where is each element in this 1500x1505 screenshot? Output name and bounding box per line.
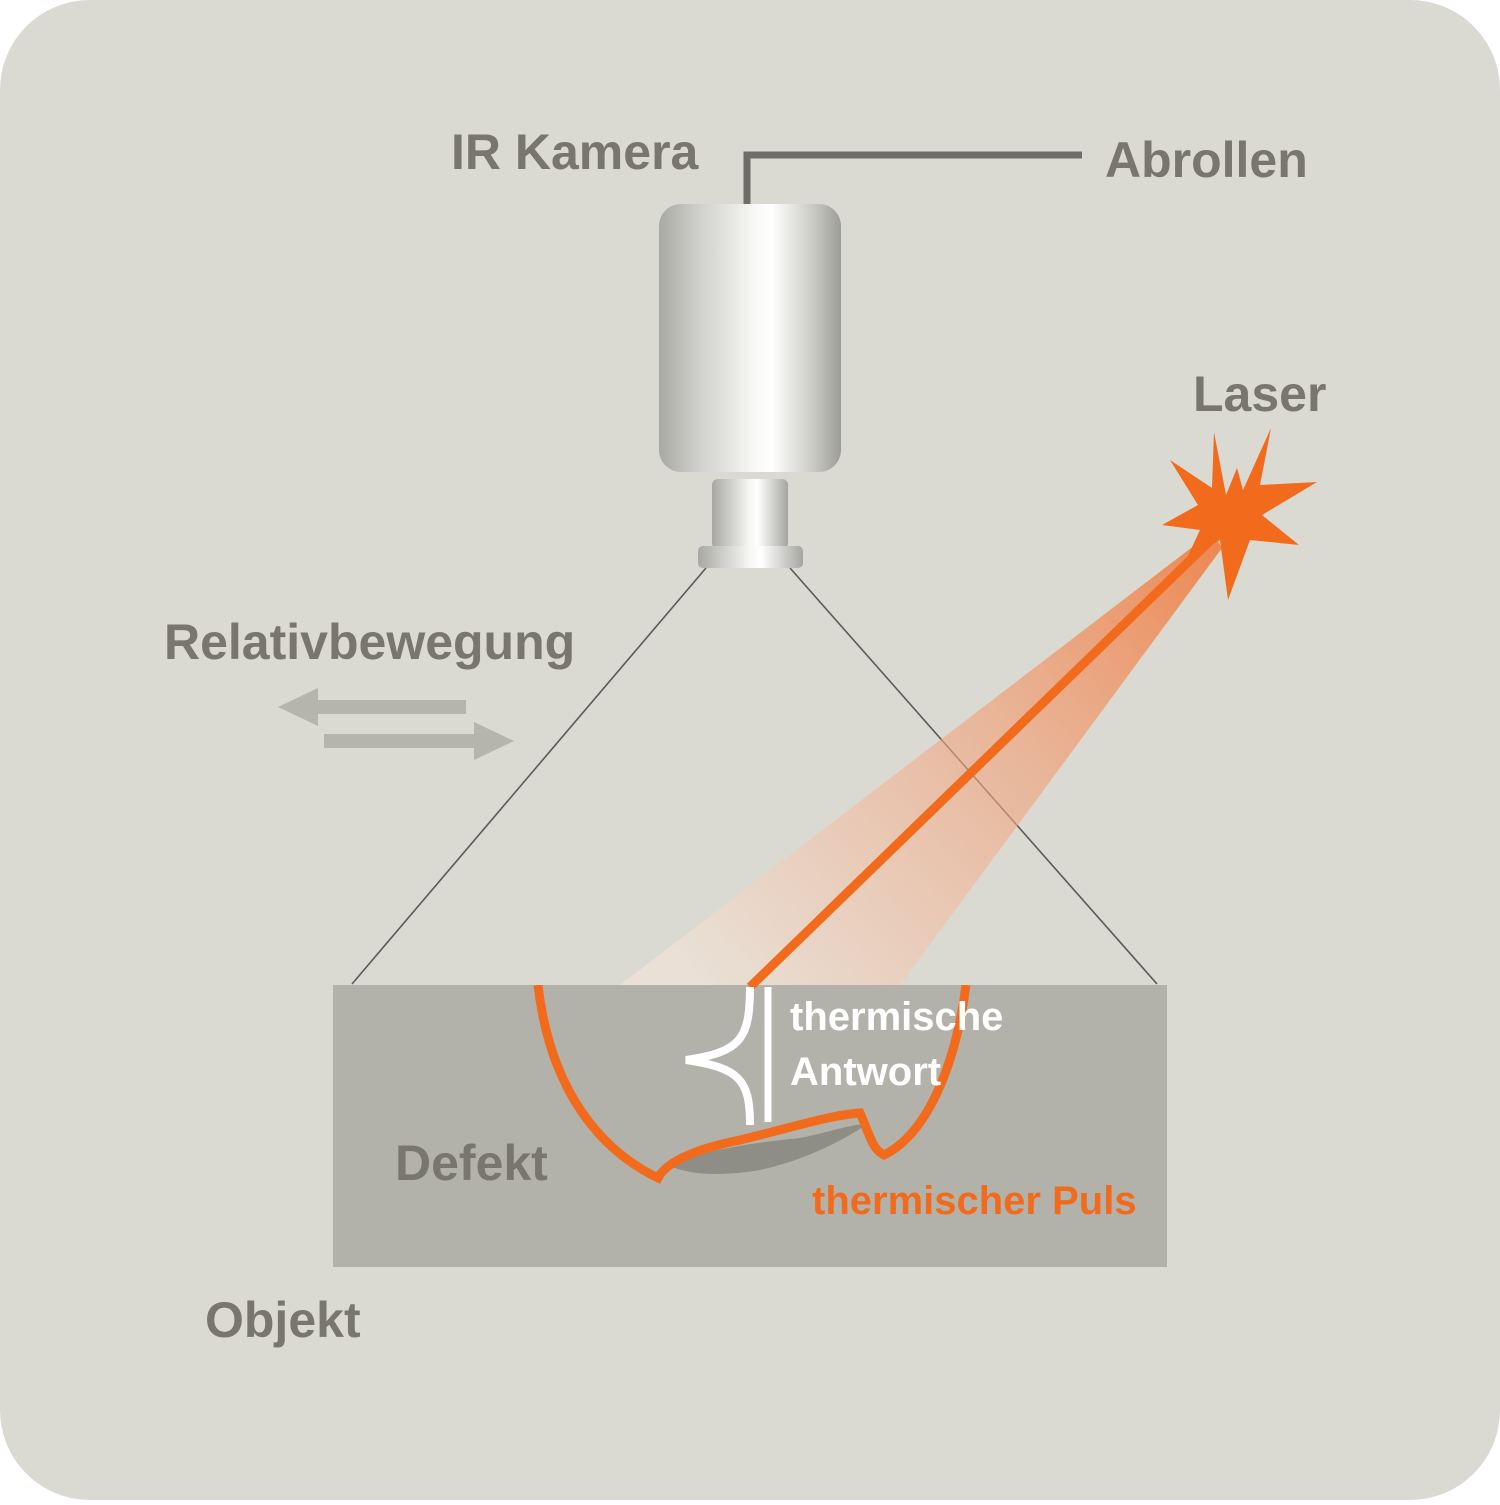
double-arrow-icon: [278, 688, 514, 760]
laser-burst-icon: [1162, 428, 1317, 600]
response-label-line1: thermische: [790, 995, 1003, 1039]
camera-label: IR Kamera: [451, 124, 700, 180]
laser-label: Laser: [1193, 366, 1326, 422]
ir-camera-icon: [659, 204, 841, 568]
motion-label: Relativbewegung: [164, 614, 575, 670]
arrow-left: [278, 688, 466, 726]
thermal-response-icon: [685, 986, 772, 1126]
response-label-line2: Antwort: [790, 1050, 941, 1094]
camera-body: [659, 204, 841, 472]
object-block: [333, 985, 1167, 1267]
camera-lens-ring: [698, 546, 803, 568]
defect-label: Defekt: [395, 1135, 548, 1191]
object-label: Objekt: [205, 1292, 361, 1348]
thermal-pulse-curve: [533, 985, 971, 1184]
scroll-connector-line: [743, 151, 1082, 205]
camera-lens: [712, 479, 788, 549]
defect-shape: [668, 1124, 866, 1175]
laser-beam-cone: [620, 532, 1222, 985]
laser-beam-core: [746, 533, 1218, 991]
pulse-label: thermischer Puls: [812, 1179, 1137, 1223]
fov-line-left: [351, 567, 707, 985]
response-peak-curve: [685, 986, 754, 1126]
scroll-label: Abrollen: [1105, 132, 1308, 188]
arrow-right: [324, 722, 514, 760]
